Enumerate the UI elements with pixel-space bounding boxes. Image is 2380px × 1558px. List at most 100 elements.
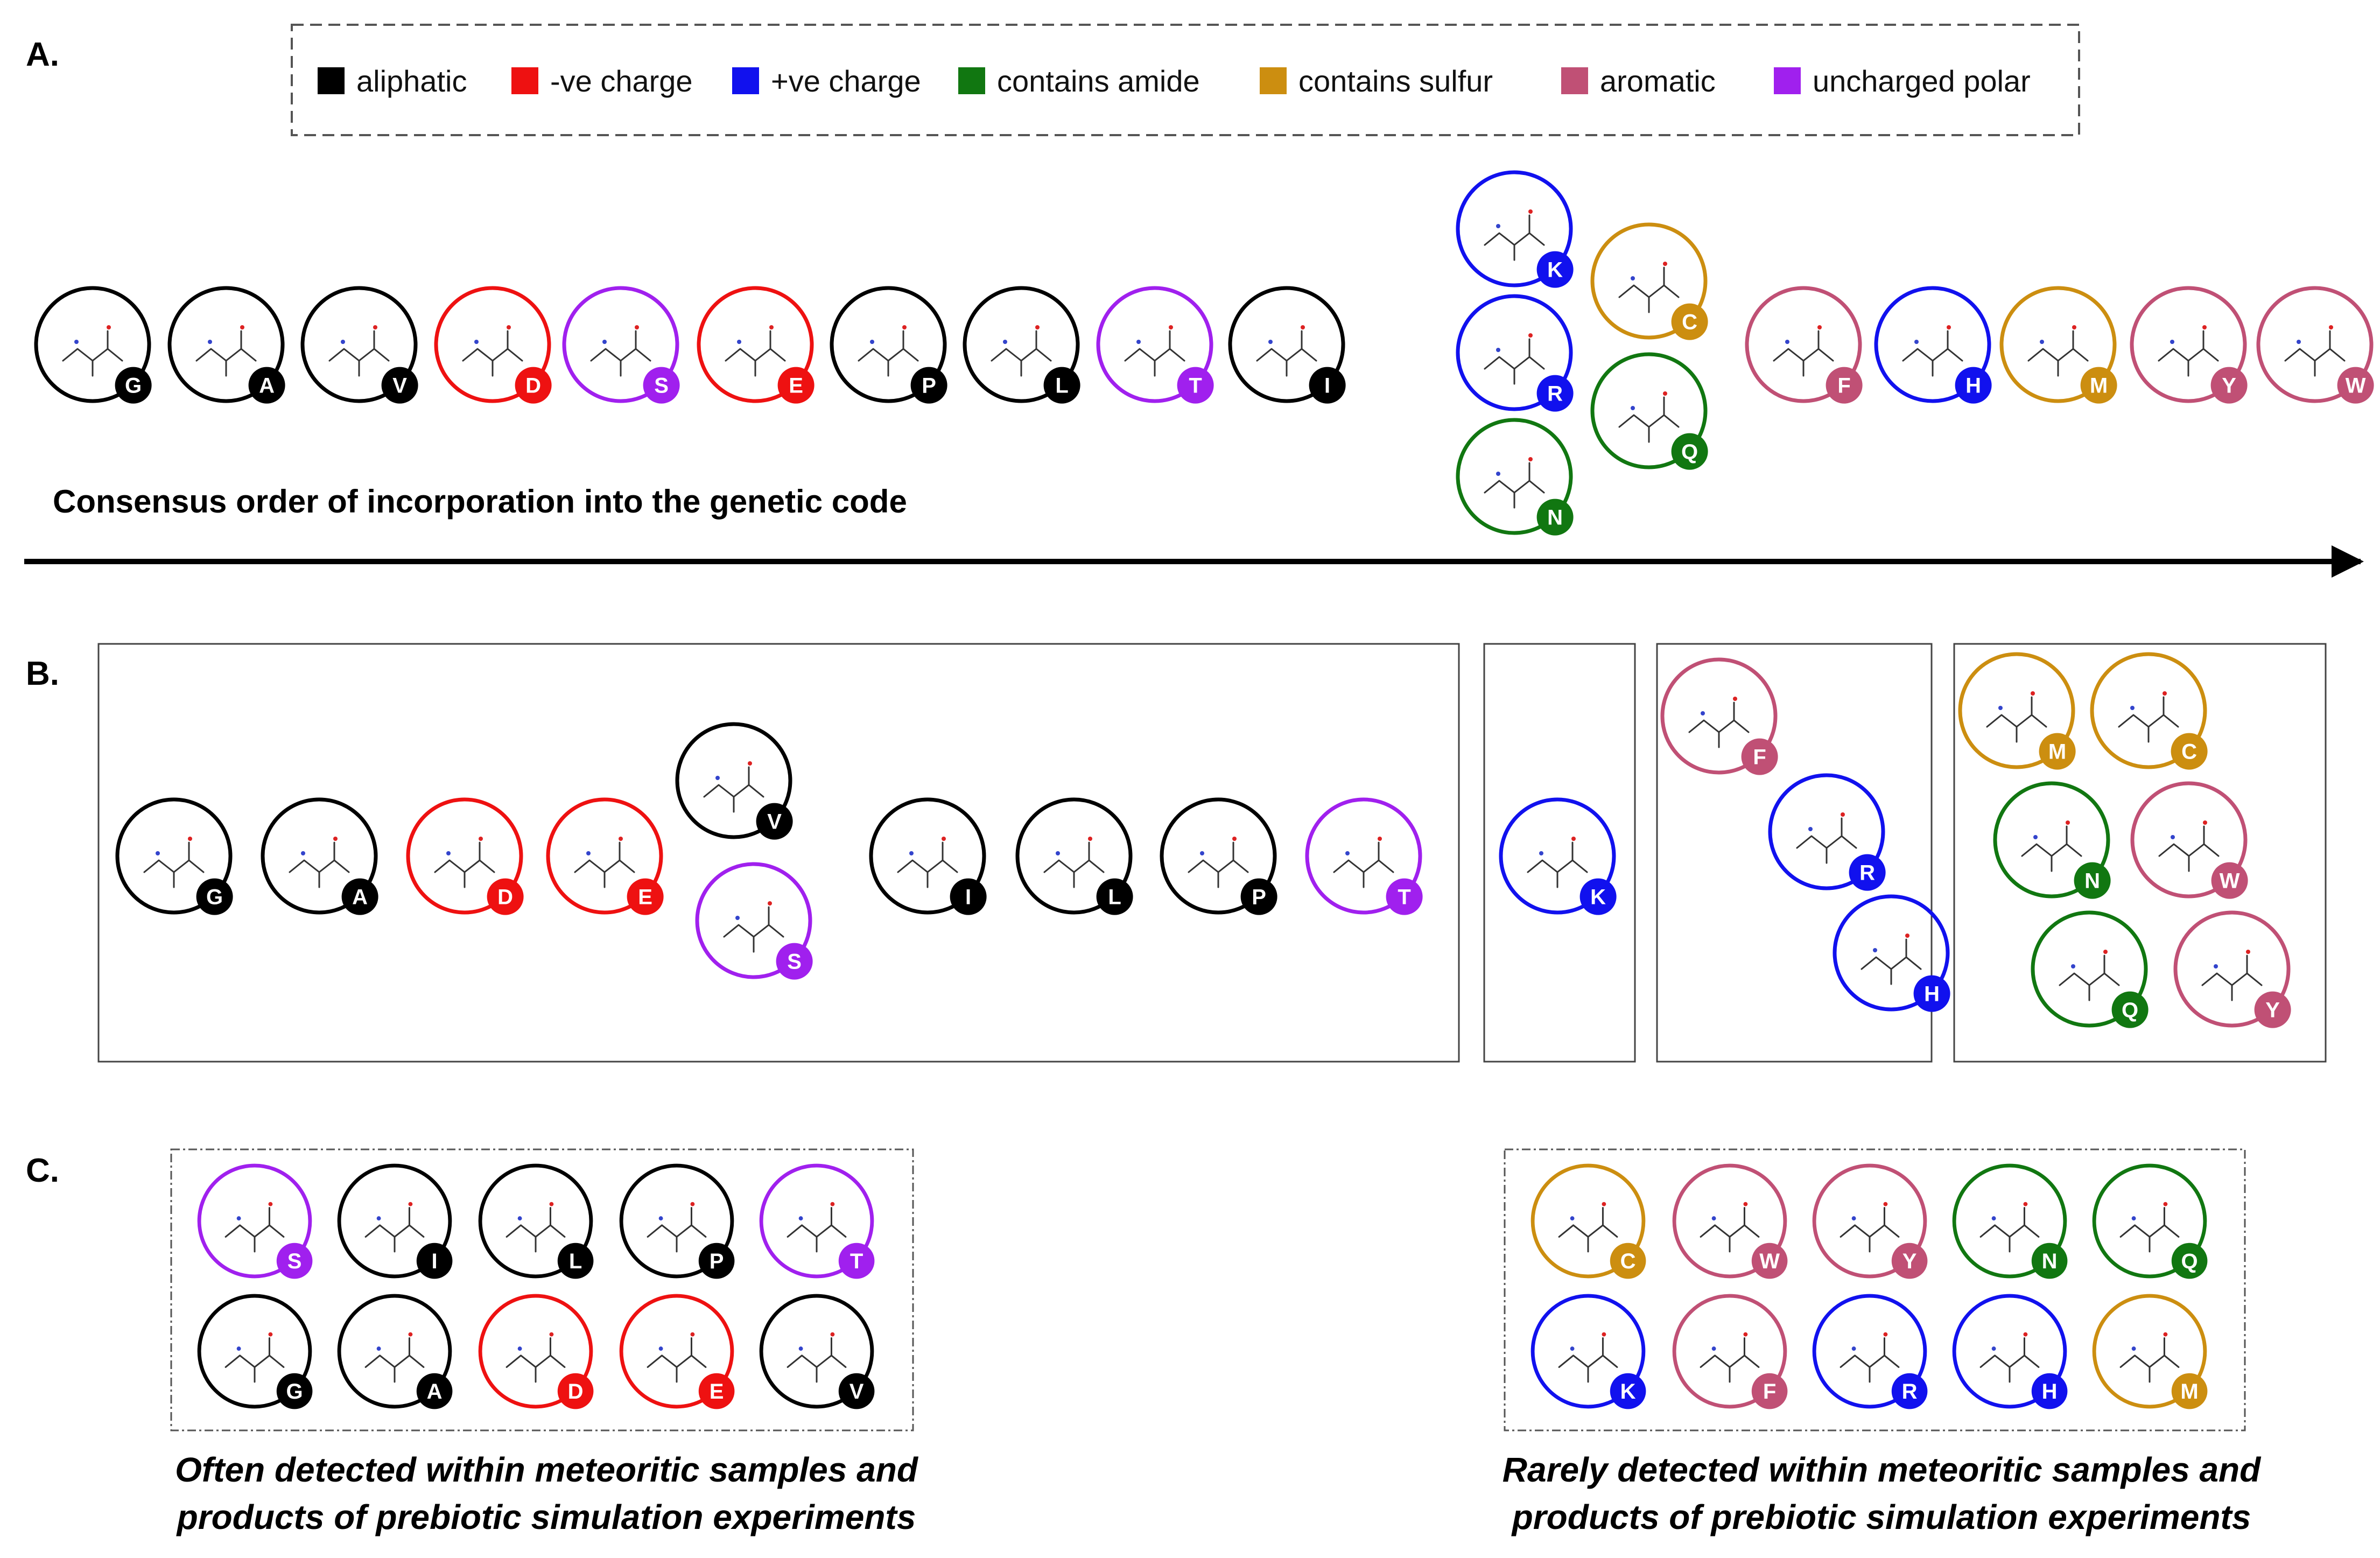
amino-acid-badge (1751, 1373, 1788, 1409)
amino-acid-letter: C (1620, 1250, 1636, 1273)
amino-acid-R: R (1456, 294, 1574, 412)
amino-acid-badge (1826, 367, 1863, 404)
carboxyl-atom (1169, 325, 1173, 329)
amino-acid-S: S (197, 1163, 313, 1279)
amino-acid-badge (777, 367, 815, 404)
amino-acid-ring (167, 286, 285, 403)
amino-acid-ring (300, 286, 418, 403)
amino-acid-ring (697, 286, 814, 403)
carboxyl-atom (2103, 950, 2108, 954)
legend-item: +ve charge (732, 64, 921, 98)
amino-acid-letter: Q (2122, 999, 2138, 1022)
amino-acid-letter: R (1859, 861, 1875, 885)
carboxyl-atom (1883, 1202, 1888, 1206)
carboxyl-atom (268, 1202, 273, 1206)
carboxyl-atom (1841, 812, 1845, 817)
amino-acid-L: L (963, 286, 1080, 404)
legend-label: uncharged polar (1813, 64, 2031, 98)
amine-atom (208, 340, 212, 344)
amino-acid-badge (1536, 499, 1574, 536)
panel-b-group-1-box (97, 643, 1460, 1063)
amine-atom (1711, 1216, 1716, 1221)
amino-acid-ring (337, 1163, 452, 1279)
amino-acid-P: P (830, 286, 947, 404)
amino-acid-structure (787, 1207, 847, 1253)
amino-acid-F: F (1745, 286, 1863, 404)
amino-acid-letter: F (1763, 1380, 1776, 1403)
amino-acid-R: R (1812, 1294, 1928, 1409)
amino-acid-structure (2284, 330, 2346, 377)
amino-acid-Q: Q (2092, 1163, 2208, 1279)
carboxyl-atom (1528, 457, 1533, 461)
amino-acid-letter: L (569, 1250, 582, 1273)
incorporation-order-caption: Consensus order of incorporation into th… (53, 483, 907, 520)
amino-acid-badge (2171, 733, 2208, 770)
carboxyl-atom (1905, 934, 1909, 938)
amino-acid-badge (1240, 878, 1277, 915)
amine-atom (1496, 224, 1500, 228)
amino-acid-ring (963, 286, 1080, 403)
amino-acid-badge (1536, 251, 1574, 288)
amine-atom (2170, 340, 2174, 344)
amine-atom (1991, 1216, 1996, 1221)
legend-swatch (1260, 67, 1287, 94)
amino-acid-structure (1333, 841, 1394, 888)
amine-atom (602, 340, 607, 344)
amino-acid-letter: R (1902, 1380, 1918, 1403)
amino-acid-letter: E (710, 1380, 724, 1403)
amino-acid-K: K (1530, 1294, 1646, 1409)
amino-acid-badge (1671, 433, 1708, 470)
amino-acid-W: W (2256, 286, 2374, 404)
carboxyl-atom (942, 837, 946, 841)
amino-acid-H: H (1952, 1294, 2068, 1409)
amino-acid-G: G (34, 286, 152, 404)
amino-acid-Q: Q (2031, 910, 2149, 1028)
amino-acid-letter: C (2181, 740, 2197, 764)
amino-acid-letter: I (432, 1250, 438, 1273)
amine-atom (1998, 706, 2003, 710)
legend-label: aromatic (1600, 64, 1716, 98)
amino-acid-badge (381, 367, 418, 404)
amino-acid-badge (1043, 367, 1080, 404)
carboxyl-atom (479, 837, 483, 841)
amino-acid-I: I (869, 797, 987, 915)
amino-acid-Y: Y (1812, 1163, 1928, 1279)
amino-acid-ring (1456, 418, 1573, 535)
amino-acid-structure (2158, 330, 2219, 377)
carboxyl-atom (748, 761, 752, 766)
amino-acid-structure (1796, 817, 1857, 864)
amine-atom (517, 1216, 522, 1221)
amine-atom (2171, 835, 2175, 839)
amino-acid-ring (1305, 797, 1422, 915)
amine-atom (658, 1346, 663, 1351)
amino-acid-badge (1610, 1373, 1646, 1409)
amino-acid-letter: Q (1681, 440, 1698, 464)
amino-acid-ring (2092, 1163, 2207, 1279)
amine-atom (1003, 340, 1007, 344)
amino-acid-structure (574, 841, 635, 888)
amino-acid-badge (1309, 367, 1346, 404)
amino-acid-badge (2080, 367, 2117, 404)
amino-acid-ring (478, 1294, 593, 1409)
carboxyl-atom (1743, 1202, 1748, 1206)
carboxyl-atom (1232, 837, 1237, 841)
panel-b-label: B. (26, 655, 59, 692)
amino-acid-T: T (759, 1163, 875, 1279)
carboxyl-atom (2163, 1332, 2168, 1337)
carboxyl-atom (2163, 691, 2167, 696)
carboxyl-atom (1088, 837, 1092, 841)
amino-acid-ring (337, 1294, 452, 1409)
amino-acid-structure (1124, 330, 1185, 377)
amino-acid-letter: Y (2265, 999, 2280, 1022)
amino-acid-badge (950, 878, 987, 915)
amino-acid-ring (34, 286, 151, 403)
amino-acid-structure (434, 841, 495, 888)
amino-acid-structure (725, 330, 786, 377)
amino-acid-letter: E (789, 374, 803, 398)
amino-acid-L: L (478, 1163, 594, 1279)
amino-acid-ring (830, 286, 947, 403)
carboxyl-atom (2023, 1332, 2028, 1337)
amine-atom (658, 1216, 663, 1221)
amino-acid-ring (1499, 797, 1616, 915)
